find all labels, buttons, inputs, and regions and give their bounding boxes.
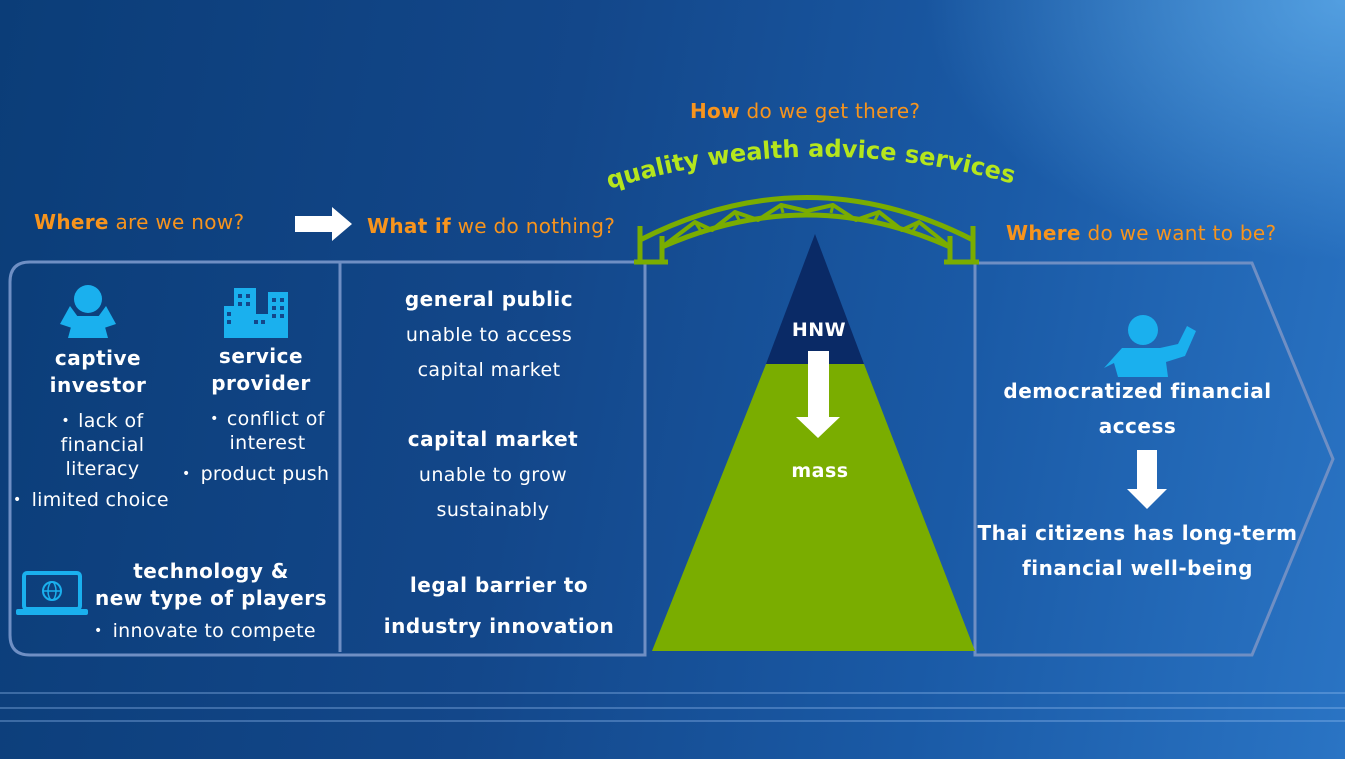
want-panel	[973, 261, 1335, 657]
stressed-person-icon	[60, 285, 116, 338]
capital-market-block: capital market unable to grow sustainabl…	[348, 426, 638, 522]
svg-text:quality wealth advice services: quality wealth advice services	[603, 135, 1019, 195]
down-arrow-icon	[1127, 450, 1167, 509]
captive-investor-title: captive investor	[49, 346, 147, 397]
laptop-globe-icon	[16, 571, 88, 615]
general-public-block: general public unable to access capital …	[344, 286, 634, 382]
pyramid-mass	[652, 364, 975, 651]
captive-bullet-2: limited choice	[13, 488, 169, 512]
down-arrow-icon	[796, 351, 840, 438]
arrow-right-icon	[295, 207, 352, 241]
captive-bullet-1: •lack of financial literacy	[60, 410, 145, 480]
service-provider-title: service provider	[211, 344, 311, 395]
provider-bullet-2: product push	[182, 462, 329, 486]
decor-stripe	[0, 707, 1345, 709]
arc-title: quality wealth advice services	[603, 135, 1019, 195]
question-nothing: What if we do nothing?	[367, 214, 616, 238]
capital-market-title: capital market	[407, 427, 579, 451]
general-public-title: general public	[404, 287, 574, 311]
pyramid-hnw-label: HNW	[791, 319, 847, 341]
buildings-icon	[224, 288, 288, 338]
question-now: Where are we now?	[34, 210, 245, 234]
decor-stripe	[0, 720, 1345, 722]
pyramid-mass-label: mass	[791, 460, 849, 482]
technology-bullet: innovate to compete	[94, 619, 316, 643]
pointing-person-icon	[1104, 315, 1196, 377]
now-panel	[8, 260, 647, 657]
question-how: How do we get there?	[690, 99, 921, 123]
question-want: Where do we want to be?	[1006, 221, 1277, 245]
technology-title: technology & new type of players	[94, 559, 327, 610]
thai-citizens-text: Thai citizens has long-term financial we…	[977, 521, 1298, 580]
bridge-icon	[634, 195, 979, 265]
democratized-access-text: democratized financial access	[1003, 379, 1272, 438]
decor-stripe	[0, 692, 1345, 694]
legal-barrier-block: legal barrier to industry innovation	[383, 573, 615, 638]
provider-bullet-1: •conflict of interest	[210, 408, 325, 454]
pyramid-hnw	[766, 234, 864, 364]
